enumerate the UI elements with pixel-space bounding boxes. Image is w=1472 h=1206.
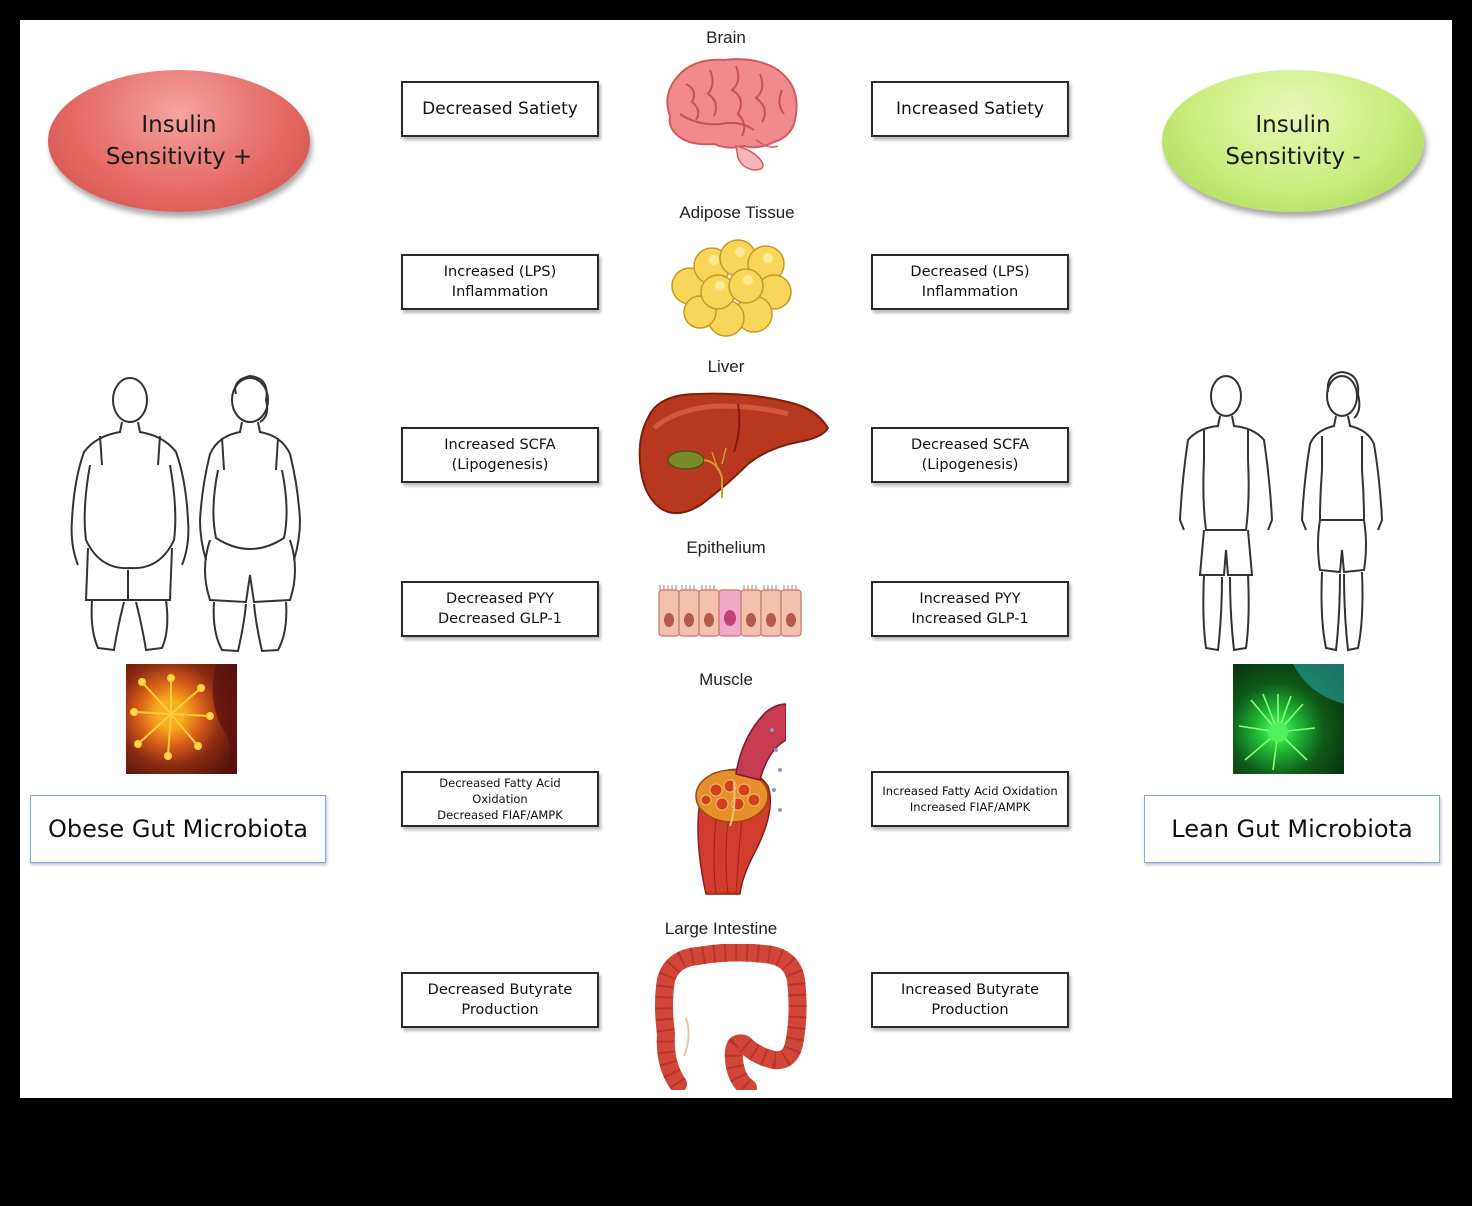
muscle-left-line1: Decreased Fatty Acid (439, 776, 561, 790)
obese-microbiota-image (126, 664, 237, 774)
liver-left-line2: (Lipogenesis) (451, 457, 549, 473)
organ-label-epithelium: Epithelium (686, 538, 766, 557)
epithelium-left-line1: Decreased PYY (446, 591, 554, 607)
muscle-left-line2: Oxidation (472, 792, 528, 806)
large-intestine-right-line1: Increased Butyrate (900, 982, 1040, 998)
muscle-right-line1: Increased Fatty Acid Oxidation (882, 784, 1058, 798)
obese-gut-microbiota-label: Obese Gut Microbiota (30, 795, 326, 863)
brain-left-box: Decreased Satiety (401, 81, 599, 137)
liver-icon (638, 392, 830, 515)
large-intestine-left-line2: Production (461, 1002, 539, 1018)
ellipse-left-line1: Insulin (141, 112, 217, 138)
diagram-canvas: Insulin Sensitivity + (20, 20, 1452, 1098)
insulin-sensitivity-minus-ellipse: Insulin Sensitivity - (1162, 70, 1424, 212)
muscle-right-line2: Increased FIAF/AMPK (909, 800, 1031, 814)
epithelium-icon (658, 585, 802, 637)
ellipse-left-line2: Sensitivity + (105, 144, 253, 170)
adipose-tissue-icon (671, 239, 792, 337)
adipose-left-box: Increased (LPS) Inflammation (401, 254, 599, 310)
brain-icon (666, 58, 798, 171)
liver-left-box: Increased SCFA (Lipogenesis) (401, 427, 599, 483)
lean-microbiota-text: Lean Gut Microbiota (1171, 815, 1413, 843)
large-intestine-right-line2: Production (931, 1002, 1009, 1018)
muscle-icon (695, 703, 786, 895)
brain-right-box: Increased Satiety (871, 81, 1069, 137)
insulin-sensitivity-plus-ellipse: Insulin Sensitivity + (48, 70, 310, 212)
epithelium-left-line2: Decreased GLP-1 (438, 611, 562, 627)
large-intestine-left-line1: Decreased Butyrate (427, 982, 573, 998)
organ-label-liver: Liver (707, 357, 745, 376)
muscle-right-box: Increased Fatty Acid Oxidation Increased… (871, 771, 1069, 827)
obese-microbiota-text: Obese Gut Microbiota (48, 815, 308, 843)
obese-people-illustration (70, 374, 302, 653)
lean-gut-microbiota-label: Lean Gut Microbiota (1144, 795, 1440, 863)
brain-left-line1: Decreased Satiety (422, 99, 578, 119)
adipose-right-line1: Decreased (LPS) (910, 264, 1030, 280)
ellipse-right-line2: Sensitivity - (1225, 144, 1361, 170)
adipose-left-line1: Increased (LPS) (443, 264, 557, 280)
brain-right-line1: Increased Satiety (896, 99, 1044, 119)
lean-people-illustration (1178, 370, 1384, 652)
muscle-left-line3: Decreased FIAF/AMPK (437, 808, 563, 822)
liver-right-box: Decreased SCFA (Lipogenesis) (871, 427, 1069, 483)
epithelium-right-line1: Increased PYY (919, 591, 1021, 607)
adipose-right-line2: Inflammation (921, 284, 1019, 300)
liver-right-line1: Decreased SCFA (910, 437, 1030, 453)
large-intestine-right-box: Increased Butyrate Production (871, 972, 1069, 1028)
microbe-spikes-icon (130, 664, 237, 774)
epithelium-right-box: Increased PYY Increased GLP-1 (871, 581, 1069, 637)
liver-right-line2: (Lipogenesis) (921, 457, 1019, 473)
epithelium-left-box: Decreased PYY Decreased GLP-1 (401, 581, 599, 637)
microbe-green-icon (1238, 664, 1344, 771)
large-intestine-icon (655, 944, 807, 1090)
large-intestine-left-box: Decreased Butyrate Production (401, 972, 599, 1028)
organ-label-adipose: Adipose Tissue (679, 203, 795, 222)
organ-label-brain: Brain (706, 28, 746, 47)
lean-microbiota-image (1233, 664, 1344, 774)
organ-label-large-intestine: Large Intestine (664, 919, 778, 938)
adipose-left-line2: Inflammation (451, 284, 549, 300)
ellipse-right-line1: Insulin (1255, 112, 1331, 138)
adipose-right-box: Decreased (LPS) Inflammation (871, 254, 1069, 310)
epithelium-right-line2: Increased GLP-1 (911, 611, 1029, 627)
muscle-left-box: Decreased Fatty Acid Oxidation Decreased… (401, 771, 599, 827)
organ-label-muscle: Muscle (699, 670, 753, 689)
liver-left-line1: Increased SCFA (444, 437, 556, 453)
